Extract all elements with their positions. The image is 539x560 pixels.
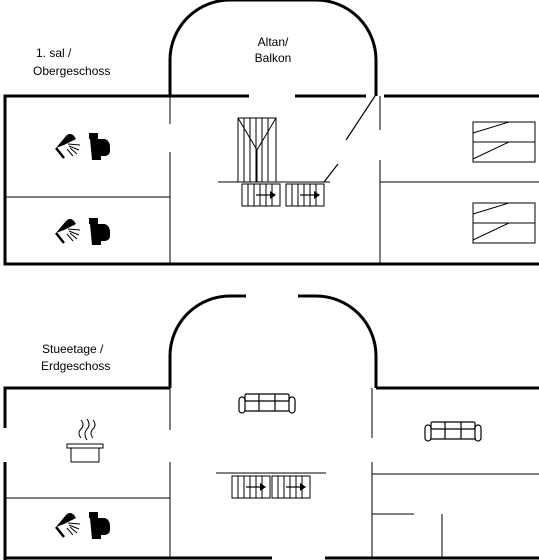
ground-stair-right-icon [271,475,311,499]
upper-toilet-icon-2 [89,218,110,245]
ground-toilet-icon [89,512,110,539]
upper-toilet-icon-1 [89,133,110,160]
ground-outer-wall [3,386,539,560]
upper-balcony-door-leaf [345,95,376,141]
upper-floor-label-line1: 1. sal / [36,46,72,60]
upper-stairs-icon [237,117,277,183]
ground-floor-label-line1: Stueetage / [42,342,104,356]
upper-stair-rail [323,163,339,183]
upper-bed-icon-1 [472,121,536,163]
upper-outer-wall [3,94,539,266]
ground-floor-label-line2: Erdgeschoss [41,359,111,373]
upper-bed-icon-2 [472,202,536,244]
balcony-label-line1: Altan/ [257,35,289,49]
balcony-label-line2: Balkon [254,51,292,65]
ground-shower-icon [54,511,82,539]
cooking-pot-icon [66,418,104,463]
ground-floor [3,294,539,560]
upper-stair-right-icon [285,183,325,207]
ground-wall-storage [372,513,443,558]
upper-shower-icon-1 [54,132,82,160]
upper-shower-icon-2 [54,217,82,245]
ground-stair-left-icon [231,475,271,499]
upper-balcony-outline [168,0,378,96]
upper-floor [3,0,539,266]
ground-sofa-icon-2 [424,421,482,442]
ground-bay-outline [168,294,378,388]
ground-sofa-icon-1 [238,393,296,414]
upper-floor-label-line2: Obergeschoss [33,64,111,78]
upper-stair-left-icon [241,183,281,207]
